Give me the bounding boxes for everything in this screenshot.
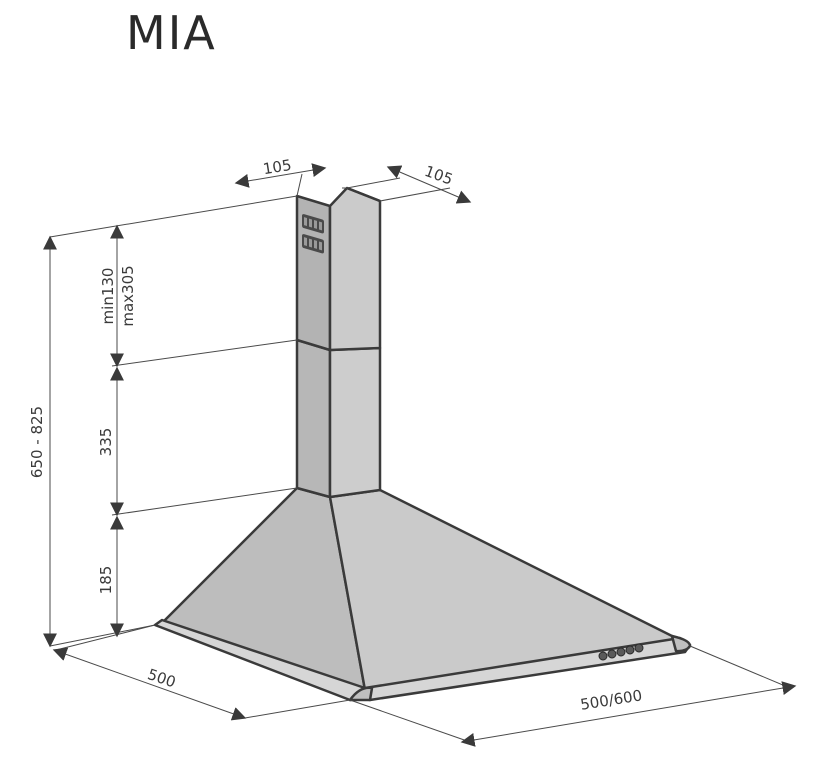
total-height-label: 650 - 825 — [28, 406, 46, 478]
vent-grille-icon — [302, 214, 324, 254]
width-label: 500/600 — [579, 686, 643, 714]
chimney-width-left-dimension: 105 — [234, 156, 327, 188]
lower-chimney-label: 335 — [97, 428, 115, 457]
hood-height-label: 185 — [97, 566, 115, 595]
chimney-width-right-label: 105 — [422, 162, 455, 189]
hood-height-dimension: 185 — [97, 515, 124, 638]
chimney-width-right-dimension: 105 — [386, 162, 472, 204]
chimney-width-left-label: 105 — [262, 156, 293, 178]
upper-chimney-max-label: max305 — [119, 265, 137, 326]
depth-label: 500 — [145, 665, 178, 691]
upper-chimney-min-label: min130 — [99, 268, 117, 325]
upper-chimney-right-face — [328, 186, 382, 352]
lower-chimney-right-face — [328, 346, 382, 499]
total-height-dimension: 650 - 825 — [28, 235, 57, 648]
hood-corner-cap — [348, 686, 374, 702]
product-title: MIA — [126, 6, 217, 60]
hood-end-cap — [670, 634, 692, 653]
chimney — [295, 186, 382, 499]
depth-dimension: 500 — [52, 647, 247, 721]
hood-body — [153, 486, 692, 702]
lower-chimney-left-face — [295, 338, 332, 499]
width-dimension: 500/600 — [460, 681, 797, 747]
control-buttons-icon — [598, 643, 644, 661]
chimney-top-edge — [346, 186, 381, 203]
upper-chimney-dimension: min130 max305 — [99, 224, 137, 368]
lower-chimney-dimension: 335 — [97, 366, 124, 517]
